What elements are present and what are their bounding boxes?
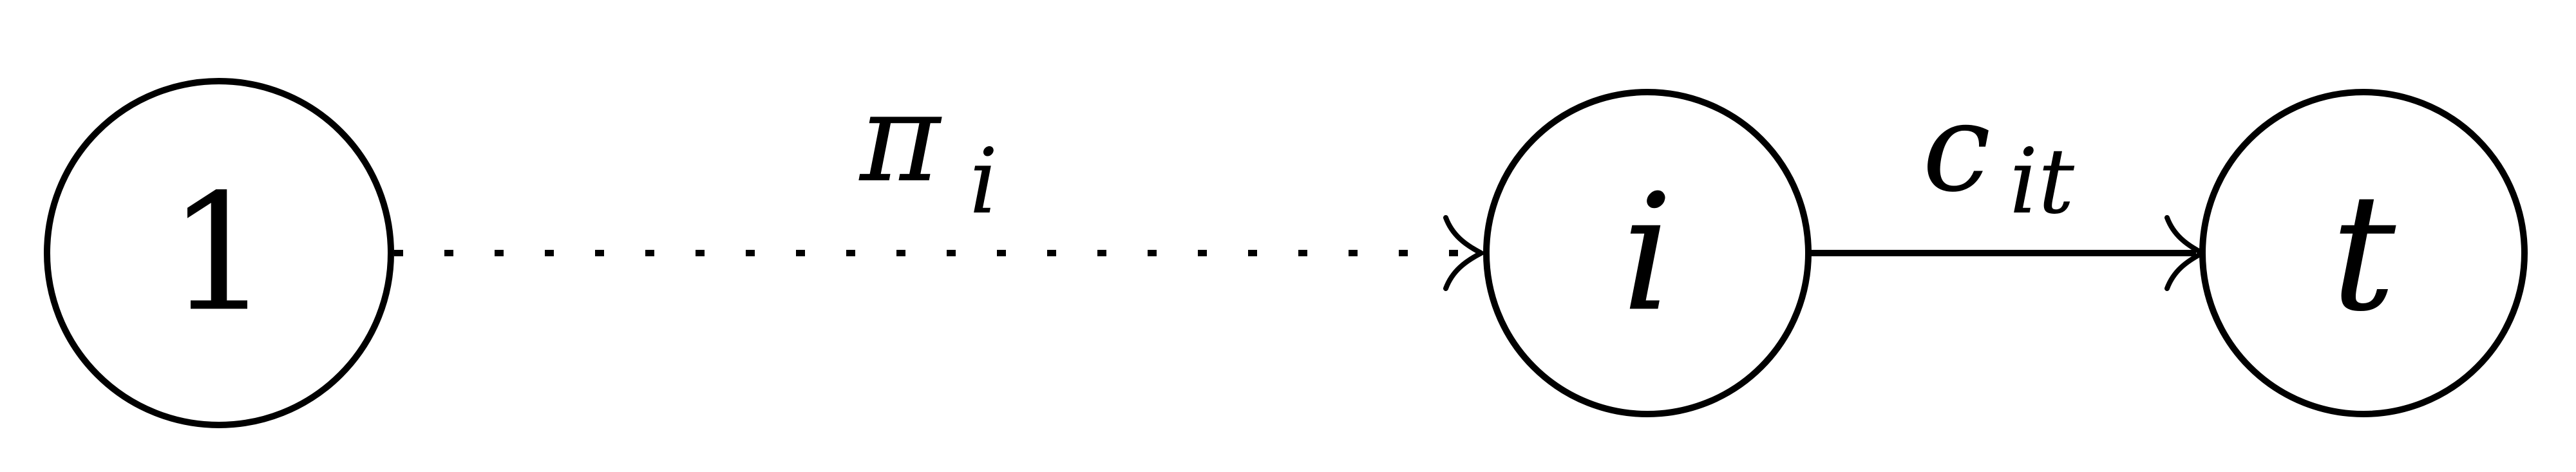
- node-t: t: [2199, 89, 2528, 417]
- node-t-circle: [2199, 89, 2528, 417]
- node-i-circle: [1483, 89, 1812, 417]
- node-1-circle: [44, 78, 394, 428]
- edge-label-pi: π: [858, 67, 942, 209]
- node-1-label: 1: [167, 160, 270, 347]
- edge-label-pi-subscript: i: [969, 129, 998, 234]
- edge-label-c: c: [1922, 77, 1991, 219]
- edge-label-pi-i: π i: [858, 67, 998, 234]
- edge-label-c-subscript: it: [2009, 129, 2075, 234]
- node-i: i: [1483, 89, 1812, 417]
- arrow-head-1-to-i: [1443, 215, 1484, 291]
- node-i-label: i: [1622, 160, 1673, 347]
- edge-label-c-it: c it: [1922, 77, 2075, 234]
- node-t-label: t: [2331, 160, 2396, 347]
- node-1: 1: [44, 78, 394, 428]
